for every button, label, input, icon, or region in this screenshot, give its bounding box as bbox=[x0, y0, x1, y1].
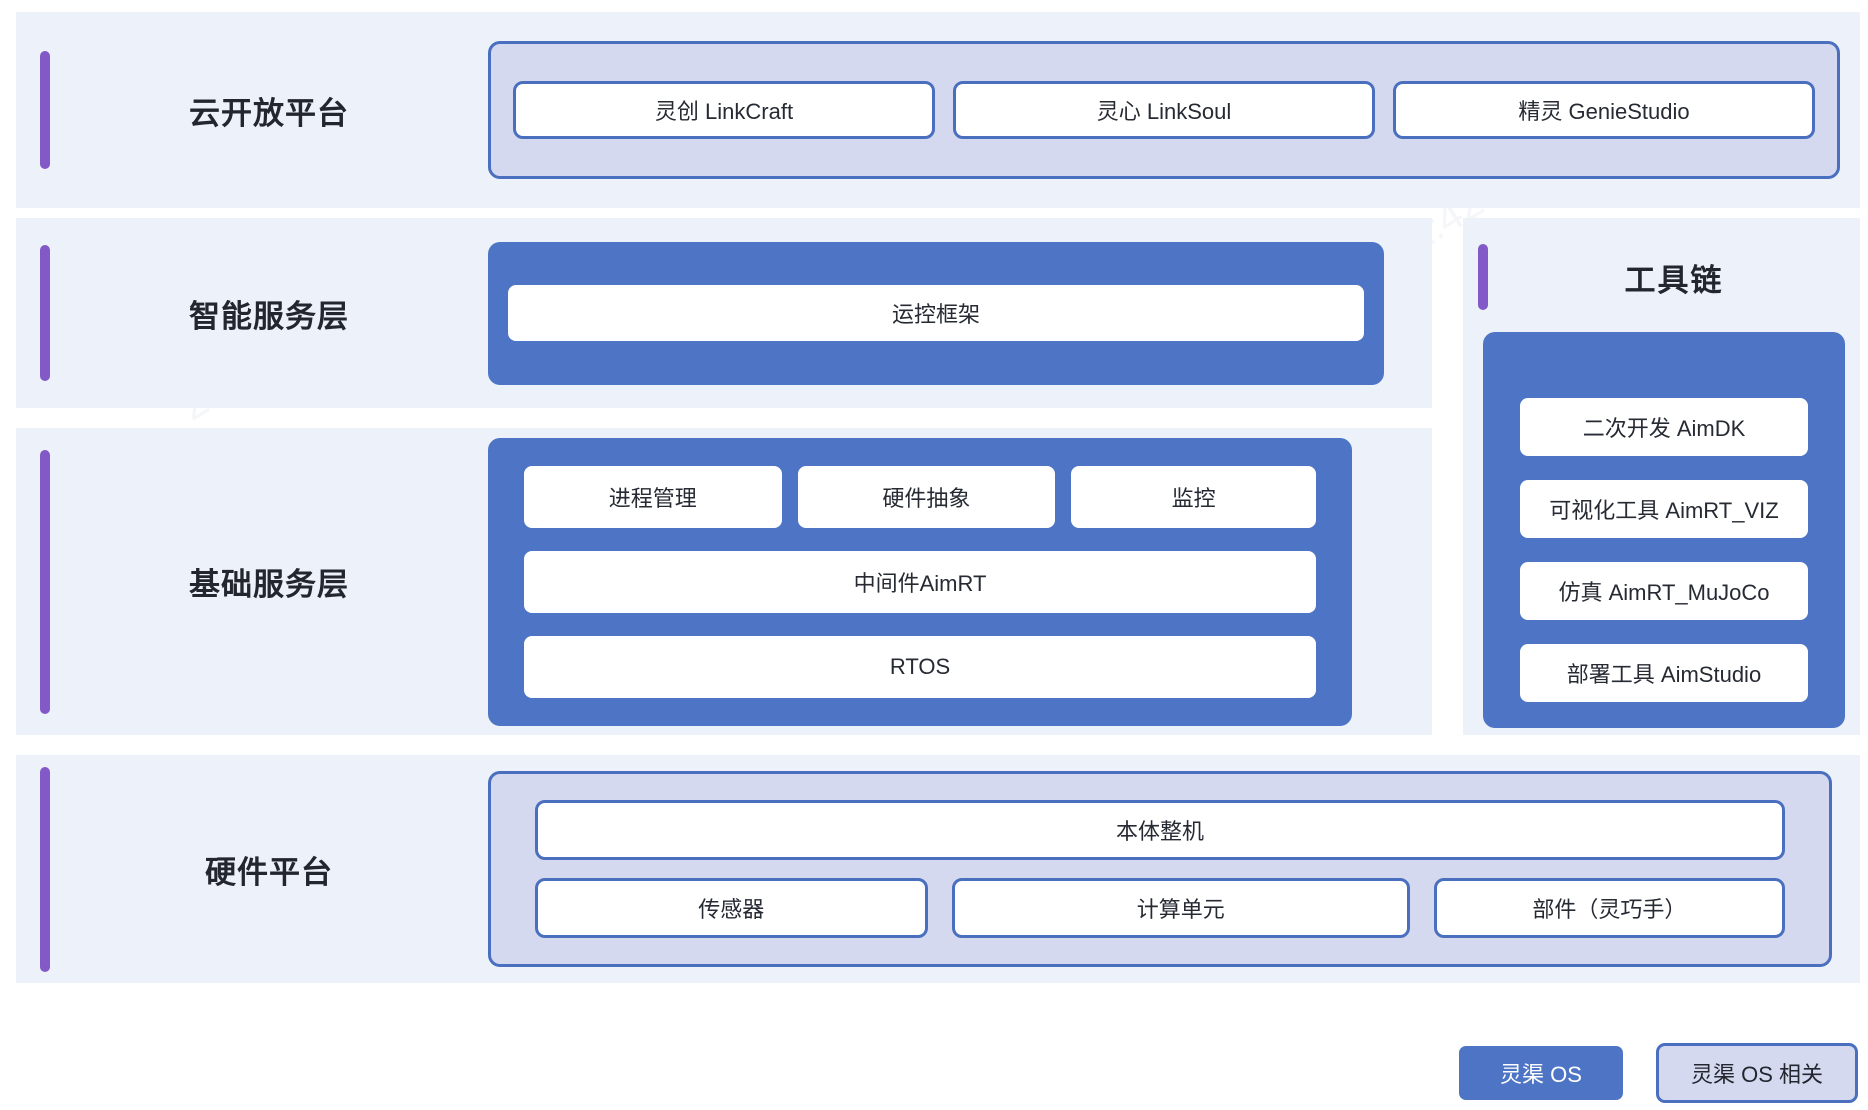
node-aimrt-mujoco: 仿真 AimRT_MuJoCo bbox=[1520, 562, 1808, 620]
node-linkcraft: 灵创 LinkCraft bbox=[513, 81, 935, 139]
purple-accent-bar bbox=[40, 449, 50, 714]
toolchain-container: 二次开发 AimDK 可视化工具 AimRT_VIZ 仿真 AimRT_MuJo… bbox=[1483, 332, 1845, 728]
purple-accent-bar bbox=[40, 766, 50, 972]
node-aimrt-viz: 可视化工具 AimRT_VIZ bbox=[1520, 480, 1808, 538]
hardware-container: 本体整机 传感器 计算单元 部件（灵巧手） bbox=[488, 771, 1832, 967]
hardware-label-zone: 硬件平台 bbox=[16, 766, 488, 972]
node-linksoul: 灵心 LinkSoul bbox=[953, 81, 1375, 139]
node-process-management: 进程管理 bbox=[524, 465, 782, 528]
node-rtos: RTOS bbox=[524, 635, 1316, 698]
node-geniestudio: 精灵 GenieStudio bbox=[1393, 81, 1815, 139]
node-hardware-abstraction: 硬件抽象 bbox=[797, 465, 1056, 528]
layer-cloud-platform: 云开放平台 灵创 LinkCraft 灵心 LinkSoul 精灵 GenieS… bbox=[16, 12, 1860, 208]
node-motion-control-framework: 运控框架 bbox=[508, 285, 1364, 341]
layer-hardware-platform: 硬件平台 本体整机 传感器 计算单元 部件（灵巧手） bbox=[16, 755, 1860, 983]
layer-intelligent-service: 智能服务层 运控框架 bbox=[16, 218, 1432, 408]
node-compute-unit: 计算单元 bbox=[951, 878, 1410, 938]
layer-title-foundation: 基础服务层 bbox=[189, 567, 349, 602]
foundation-container: 进程管理 硬件抽象 监控 中间件AimRT RTOS bbox=[488, 437, 1352, 726]
legend-lingqu-os: 灵渠 OS bbox=[1459, 1046, 1623, 1100]
intelligent-label-zone: 智能服务层 bbox=[16, 245, 488, 381]
foundation-label-zone: 基础服务层 bbox=[16, 449, 488, 714]
toolchain-panel: 工具链 二次开发 AimDK 可视化工具 AimRT_VIZ 仿真 AimRT_… bbox=[1463, 218, 1860, 735]
node-aimdk: 二次开发 AimDK bbox=[1520, 398, 1808, 456]
layer-foundation-service: 基础服务层 进程管理 硬件抽象 监控 中间件AimRT RTOS bbox=[16, 428, 1432, 735]
cloud-label-zone: 云开放平台 bbox=[16, 51, 488, 169]
node-whole-machine: 本体整机 bbox=[535, 800, 1785, 860]
node-aimstudio: 部署工具 AimStudio bbox=[1520, 644, 1808, 702]
layer-title-hardware: 硬件平台 bbox=[205, 854, 333, 890]
layer-title-intelligent: 智能服务层 bbox=[189, 298, 349, 334]
purple-accent-bar bbox=[1478, 244, 1488, 310]
foundation-top-row: 进程管理 硬件抽象 监控 bbox=[524, 465, 1316, 528]
node-middleware-aimrt: 中间件AimRT bbox=[524, 550, 1316, 613]
hardware-sub-row: 传感器 计算单元 部件（灵巧手） bbox=[535, 878, 1785, 938]
node-components-dexterous-hand: 部件（灵巧手） bbox=[1433, 878, 1785, 938]
layer-title-cloud: 云开放平台 bbox=[189, 95, 349, 131]
toolchain-header: 工具链 bbox=[1463, 244, 1860, 310]
cloud-container: 灵创 LinkCraft 灵心 LinkSoul 精灵 GenieStudio bbox=[488, 41, 1840, 179]
intelligent-container: 运控框架 bbox=[488, 241, 1384, 385]
purple-accent-bar bbox=[40, 51, 50, 169]
node-sensors: 传感器 bbox=[535, 878, 928, 938]
layer-title-toolchain: 工具链 bbox=[1624, 262, 1724, 298]
legend-lingqu-os-related: 灵渠 OS 相关 bbox=[1656, 1043, 1858, 1103]
node-monitoring: 监控 bbox=[1071, 465, 1316, 528]
purple-accent-bar bbox=[40, 245, 50, 381]
